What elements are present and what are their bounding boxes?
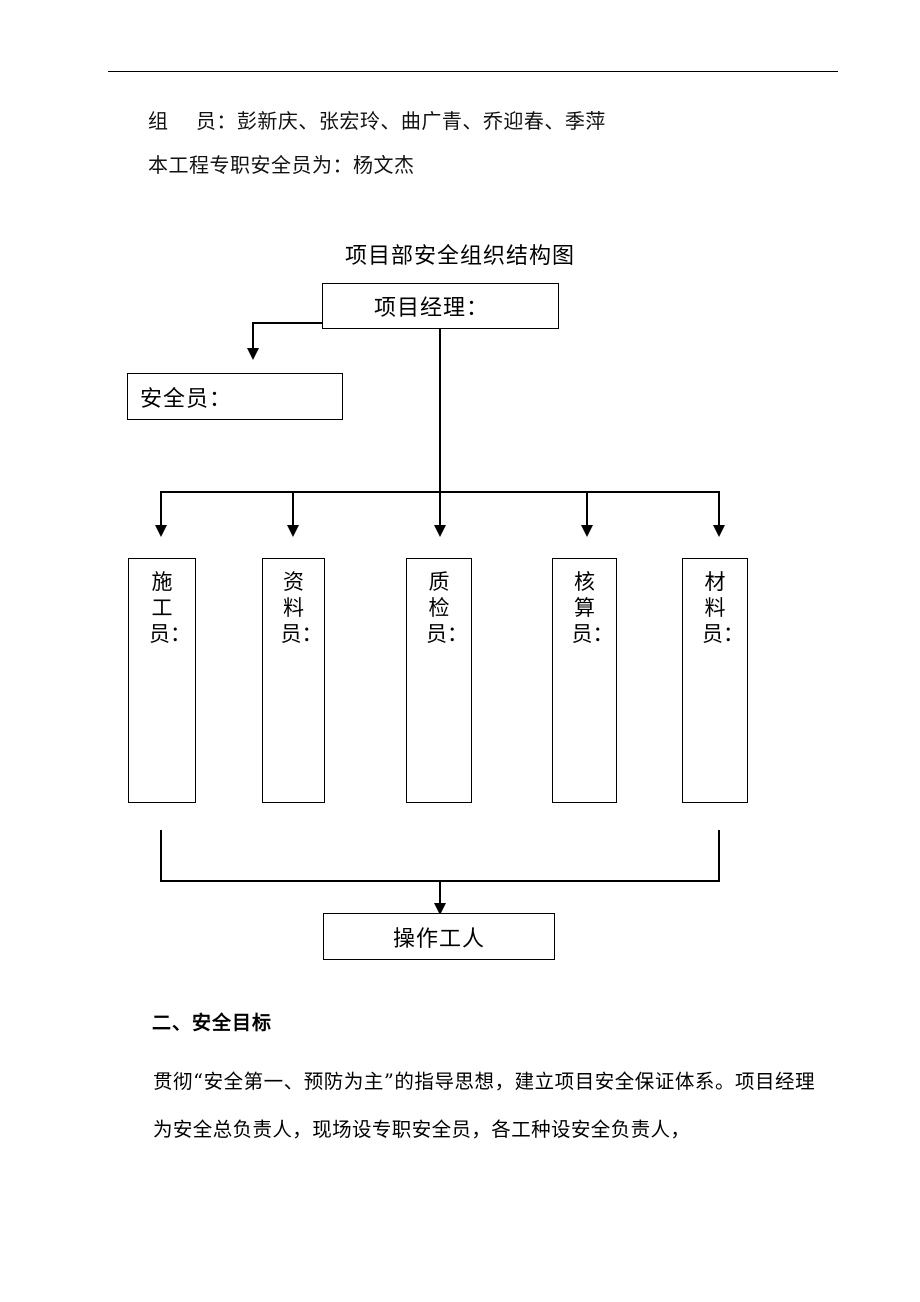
- node-role-label-0: 施工员：: [149, 570, 191, 646]
- connector-merge-right-riser: [718, 830, 720, 881]
- node-project-manager-label: 项目经理：: [373, 296, 489, 321]
- node-role-label-3: 核算员：: [571, 570, 614, 646]
- connector-manager-to-safety-vertical: [252, 322, 254, 354]
- node-project-manager: 项目经理：: [322, 283, 559, 329]
- node-role-label-1: 资料员：: [280, 570, 323, 646]
- node-role-label-4: 材料员：: [702, 570, 744, 646]
- node-role-label-2: 质检员：: [426, 570, 468, 646]
- header-divider-rule: [108, 71, 838, 72]
- arrowhead-role-1: [287, 525, 299, 537]
- connector-manager-trunk: [439, 329, 441, 492]
- paragraph-body-text: 贯彻“安全第一、预防为主”的指导思想，建立项目安全保证体系。项目经理为安全总负责…: [153, 1070, 815, 1141]
- connector-merge-to-worker: [439, 880, 441, 910]
- arrowhead-to-worker: [434, 903, 446, 915]
- connector-drop-role-3: [586, 491, 588, 531]
- arrowhead-role-0: [155, 525, 167, 537]
- connector-drop-role-2: [439, 491, 441, 531]
- text-line-group-members: 组 员：彭新庆、张宏玲、曲广青、乔迎春、季萍: [148, 109, 606, 133]
- arrowhead-role-4: [713, 525, 725, 537]
- arrowhead-role-2: [434, 525, 446, 537]
- paragraph-safety-goals: 贯彻“安全第一、预防为主”的指导思想，建立项目安全保证体系。项目经理为安全总负责…: [115, 1058, 815, 1154]
- node-role-cost-accountant: 核算员：: [552, 558, 617, 803]
- connector-manager-to-safety-horizontal: [252, 322, 323, 324]
- node-operating-workers: 操作工人: [323, 913, 555, 960]
- connector-drop-role-4: [718, 491, 720, 531]
- node-role-construction-officer: 施工员：: [128, 558, 196, 803]
- arrowhead-role-3: [581, 525, 593, 537]
- node-operating-workers-label: 操作工人: [392, 926, 485, 952]
- node-safety-officer-label: 安全员：: [140, 386, 233, 412]
- node-safety-officer: 安全员：: [127, 373, 343, 420]
- text-line-safety-officer: 本工程专职安全员为：杨文杰: [148, 153, 415, 177]
- node-role-material-officer: 材料员：: [682, 558, 748, 803]
- arrowhead-to-safety-officer: [247, 348, 259, 360]
- node-role-quality-inspector: 质检员：: [406, 558, 472, 803]
- org-chart-title: 项目部安全组织结构图: [344, 244, 575, 269]
- connector-drop-role-0: [160, 491, 162, 531]
- section-heading-safety-goals: 二、安全目标: [152, 1012, 273, 1034]
- node-role-document-officer: 资料员：: [262, 558, 325, 803]
- connector-merge-left-riser: [160, 830, 162, 881]
- connector-drop-role-1: [292, 491, 294, 531]
